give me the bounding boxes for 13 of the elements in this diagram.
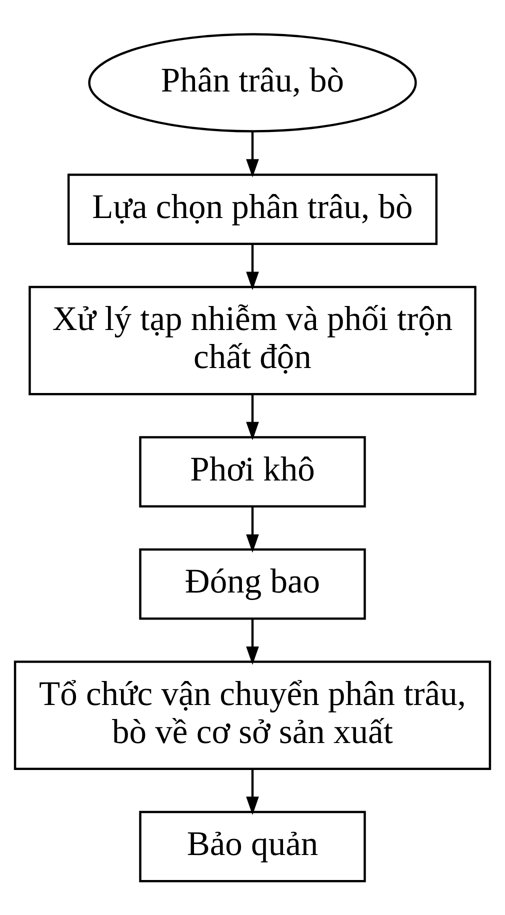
node-box: Bảo quản (139, 810, 366, 882)
arrow (246, 618, 259, 665)
arrow (246, 769, 259, 815)
arrow (246, 132, 259, 178)
node-box: Phơi khô (139, 436, 366, 508)
node-ellipse: Phân trâu, bò (88, 33, 417, 132)
arrow (246, 506, 259, 553)
node-box: Lựa chọn phân trâu, bò (67, 174, 438, 245)
node-box: Đóng bao (139, 548, 366, 620)
arrow (246, 244, 259, 290)
node-box: Xử lý tạp nhiễm và phối trộn chất độn (28, 286, 476, 396)
node-box: Tổ chức vận chuyển phân trâu, bò về cơ sở sản xuất (14, 660, 492, 770)
arrow (246, 394, 259, 440)
